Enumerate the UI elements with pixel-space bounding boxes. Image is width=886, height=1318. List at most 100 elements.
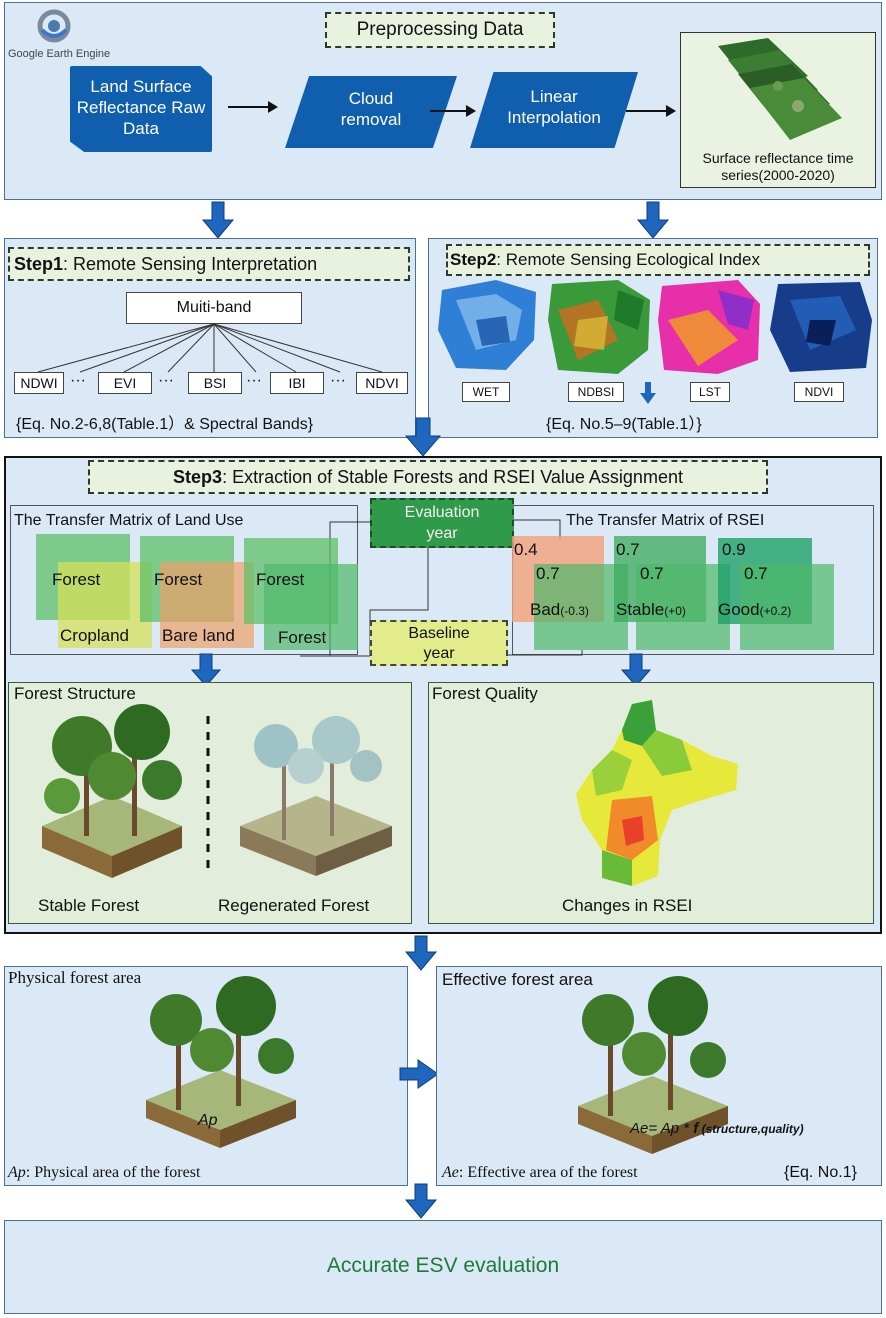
rsei-class-name: Bad (530, 600, 561, 619)
lu-bottom-label-1: Cropland (60, 626, 129, 645)
step3-title: Step3: Extraction of Stable Forests and … (88, 460, 768, 494)
rsei-class-bad: Bad(-0.3) (530, 600, 589, 620)
ellipsis: ··· (70, 372, 86, 389)
rsei-class-adj: (+0) (664, 604, 686, 618)
arrow-down-icon (201, 201, 235, 239)
step2-title-rest: : Remote Sensing Ecological Index (496, 250, 760, 269)
raw-data-box: Land Surface Reflectance Raw Data (70, 66, 212, 152)
step1-title-bold: Step1 (14, 254, 64, 274)
stable-forest-illustration (42, 704, 182, 878)
physical-area-title: Physical forest area (8, 968, 141, 988)
map-label-ndvi: NDVI (794, 382, 844, 402)
effective-area-caption: Ae: Effective area of the forest (442, 1164, 638, 1182)
arrow-down-icon (404, 417, 442, 457)
arrow-right-icon (626, 105, 676, 117)
arrow-down-icon (404, 1183, 438, 1219)
arrow-down-icon (636, 201, 670, 239)
arrow-down-icon (620, 653, 652, 687)
leaf-evi: EVI (98, 372, 152, 394)
map-label-wet: WET (462, 382, 510, 402)
physical-area-caption: Ap: Physical area of the forest (8, 1164, 200, 1182)
rsei-top-value-3: 0.9 (722, 540, 746, 559)
effective-area-title: Effective forest area (442, 970, 593, 989)
step2-equation: {Eq. No.5–9(Table.1）} (546, 416, 702, 433)
lu-bottom-label-2: Bare land (162, 626, 235, 645)
ndbsi-map (548, 280, 650, 374)
stable-forest-label: Stable Forest (38, 896, 140, 915)
rsei-top-value-2: 0.7 (616, 540, 640, 559)
effective-equation: {Eq. No.1} (784, 1164, 857, 1181)
forest-structure-title: Forest Structure (14, 684, 136, 703)
lst-map (658, 280, 760, 374)
formula-args: (structure,quality) (698, 1122, 804, 1136)
wet-map (438, 280, 536, 370)
rsei-bottom-value-3: 0.7 (744, 564, 768, 583)
rsei-square-bottom-1 (534, 564, 628, 650)
effective-formula: Ae= Ap * f (structure,quality) (630, 1120, 804, 1137)
raw-data-label: Land Surface Reflectance Raw Data (76, 77, 206, 138)
rsei-change-map (576, 700, 738, 886)
land-use-matrix-title: The Transfer Matrix of Land Use (14, 512, 244, 529)
linear-interpolation-box: Linear Interpolation (470, 72, 638, 148)
leaf-ndvi: NDVI (356, 372, 408, 394)
rsei-class-stable: Stable(+0) (616, 600, 686, 620)
effective-caption-text: : Effective area of the forest (458, 1164, 638, 1181)
lu-top-label-2: Forest (154, 570, 203, 589)
ap-label: Ap (198, 1112, 218, 1129)
lu-square-bottom-3 (264, 564, 358, 650)
ndvi-map (770, 282, 872, 372)
forest-quality-title: Forest Quality (432, 684, 538, 703)
rsei-class-name: Good (718, 600, 760, 619)
ae-symbol: Ae (442, 1164, 459, 1181)
satellite-stack-image (718, 38, 842, 140)
baseline-year-box: Baseline year (370, 620, 508, 666)
rsei-bottom-value-1: 0.7 (536, 564, 560, 583)
regenerated-forest-illustration (240, 716, 392, 876)
lu-top-label-1: Forest (52, 570, 101, 589)
physical-area-title-a: Physical (8, 968, 66, 987)
step2-title: Step2: Remote Sensing Ecological Index (446, 244, 870, 276)
lu-square-bottom-1 (58, 562, 152, 648)
rsei-matrix-title: The Transfer Matrix of RSEI (566, 512, 765, 529)
leaf-bsi: BSI (188, 372, 242, 394)
lu-bottom-label-3: Forest (278, 628, 327, 647)
physical-caption-text: : Physical area of the forest (25, 1164, 201, 1181)
map-label-lst: LST (690, 382, 730, 402)
rsei-class-adj: (+0.2) (759, 604, 792, 618)
esv-panel (4, 1220, 882, 1314)
arrow-down-icon (640, 382, 656, 404)
lu-square-bottom-2 (160, 562, 254, 648)
ellipsis: ··· (330, 372, 346, 389)
multi-band-label: Muiti-band (176, 299, 252, 316)
preprocessing-title: Preprocessing Data (325, 12, 555, 48)
effective-forest-illustration (578, 976, 728, 1154)
ap-symbol: Ap (8, 1164, 26, 1181)
lu-top-label-3: Forest (256, 570, 305, 589)
gear-icon (37, 9, 71, 43)
step2-title-bold: Step2 (450, 250, 497, 269)
time-series-caption: Surface reflectance time series(2000-202… (702, 150, 854, 183)
arrow-right-icon (399, 1059, 439, 1089)
physical-area-title-b: forest area (65, 968, 142, 987)
rsei-square-bottom-3 (740, 564, 834, 650)
rsei-top-value-1: 0.4 (514, 540, 538, 559)
step1-equation: {Eq. No.2-6,8(Table.1）& Spectral Bands} (16, 416, 314, 433)
formula-main: Ae= Ap * (630, 1120, 694, 1137)
evaluation-year-box: Evaluation year (370, 498, 514, 548)
physical-forest-illustration (146, 976, 296, 1148)
leaf-ndwi: NDWI (14, 372, 64, 394)
rsei-square-bottom-2 (636, 564, 730, 650)
rsei-class-name: Stable (616, 600, 665, 619)
changes-rsei-label: Changes in RSEI (562, 896, 693, 915)
separator-dashed-line (206, 716, 210, 876)
arrow-down-icon (190, 653, 222, 687)
logo-text: Google Earth Engine (8, 48, 111, 60)
rsei-class-good: Good(+0.2) (718, 600, 791, 620)
arrow-right-icon (430, 105, 476, 117)
leaf-ibi: IBI (270, 372, 324, 394)
preprocessing-title-text: Preprocessing Data (356, 19, 524, 40)
regenerated-forest-label: Regenerated Forest (218, 896, 370, 915)
ellipsis: ··· (158, 372, 174, 389)
step3-title-rest: : Extraction of Stable Forests and RSEI … (222, 467, 683, 487)
map-label-ndbsi: NDBSI (568, 382, 624, 402)
